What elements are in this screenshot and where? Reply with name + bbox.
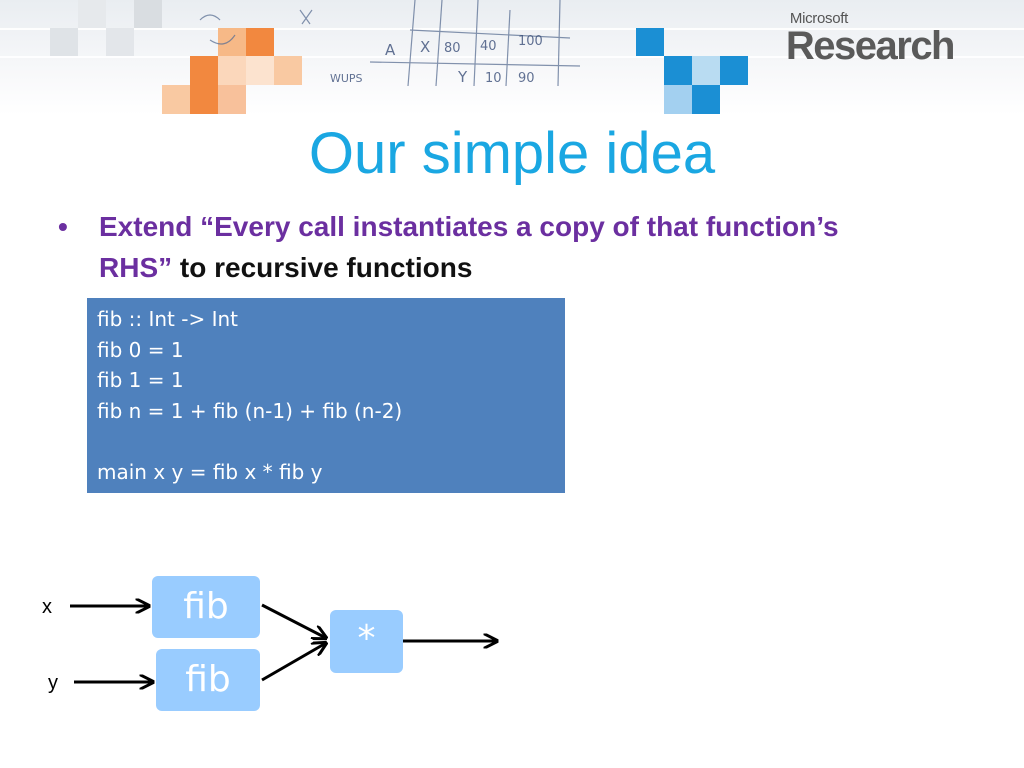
handwritten-sketch: A X 80 40 100 Y 10 90 WUPS bbox=[199, 0, 580, 86]
svg-text:WUPS: WUPS bbox=[330, 72, 363, 85]
fib-node-top: fib bbox=[152, 576, 260, 638]
arrow-fib-to-mult-top bbox=[261, 603, 326, 638]
logo-small-text: Microsoft bbox=[789, 10, 849, 27]
decor-square bbox=[134, 0, 162, 28]
code-line: fib n = 1 + fib (n-1) + fib (n-2) bbox=[97, 398, 403, 423]
decor-square bbox=[50, 28, 78, 56]
logo-big-text: Research bbox=[785, 24, 956, 68]
input-y-label: y bbox=[48, 672, 58, 694]
svg-text:100: 100 bbox=[518, 34, 543, 49]
fib-node-bottom: fib bbox=[156, 649, 260, 711]
decor-square-orange bbox=[190, 85, 218, 114]
arrow-fib-to-mult-bottom bbox=[261, 643, 326, 682]
decor-square bbox=[78, 0, 106, 28]
code-line: fib 0 = 1 bbox=[97, 337, 184, 362]
decor-square-orange bbox=[190, 56, 218, 85]
svg-text:10: 10 bbox=[485, 71, 502, 86]
code-block: fib :: Int -> Int fib 0 = 1 fib 1 = 1 fi… bbox=[87, 298, 565, 493]
input-x-label: x bbox=[42, 596, 52, 618]
decor-square-orange bbox=[246, 28, 274, 56]
svg-text:40: 40 bbox=[480, 39, 497, 54]
svg-text:A: A bbox=[385, 41, 396, 59]
bullet-purple-text: Extend “Every call instantiates a copy o… bbox=[99, 211, 839, 283]
decor-square-blue bbox=[692, 85, 720, 114]
svg-text:90: 90 bbox=[518, 71, 535, 86]
bullet-text: Extend “Every call instantiates a copy o… bbox=[99, 206, 859, 288]
code-line: fib :: Int -> Int bbox=[97, 307, 239, 331]
decor-square-blue bbox=[636, 28, 664, 56]
svg-text:Y: Y bbox=[457, 68, 468, 86]
decor-square-blue bbox=[720, 56, 748, 85]
bullet-symbol: • bbox=[58, 211, 68, 242]
decor-square-orange bbox=[218, 28, 246, 56]
svg-text:X: X bbox=[420, 38, 430, 56]
bullet-black-text: to recursive functions bbox=[172, 252, 473, 283]
decor-square bbox=[106, 28, 134, 56]
slide-title: Our simple idea bbox=[308, 121, 716, 186]
decor-square-blue bbox=[664, 56, 692, 85]
multiply-node: * bbox=[330, 610, 403, 673]
code-line: fib 1 = 1 bbox=[97, 368, 184, 392]
decor-square-orange bbox=[218, 56, 246, 85]
decor-square-orange bbox=[274, 56, 302, 85]
svg-text:80: 80 bbox=[444, 41, 461, 56]
decor-square-blue bbox=[692, 56, 720, 85]
decor-square-blue bbox=[664, 85, 692, 114]
decor-square-orange bbox=[218, 85, 246, 114]
code-line: main x y = fib x * fib y bbox=[97, 459, 323, 484]
decor-square-orange bbox=[246, 56, 274, 85]
decor-square-orange bbox=[162, 85, 190, 114]
header-banner: A X 80 40 100 Y 10 90 WUPS Microsoft Res… bbox=[0, 0, 1024, 115]
microsoft-research-logo: Microsoft Research bbox=[785, 10, 956, 68]
